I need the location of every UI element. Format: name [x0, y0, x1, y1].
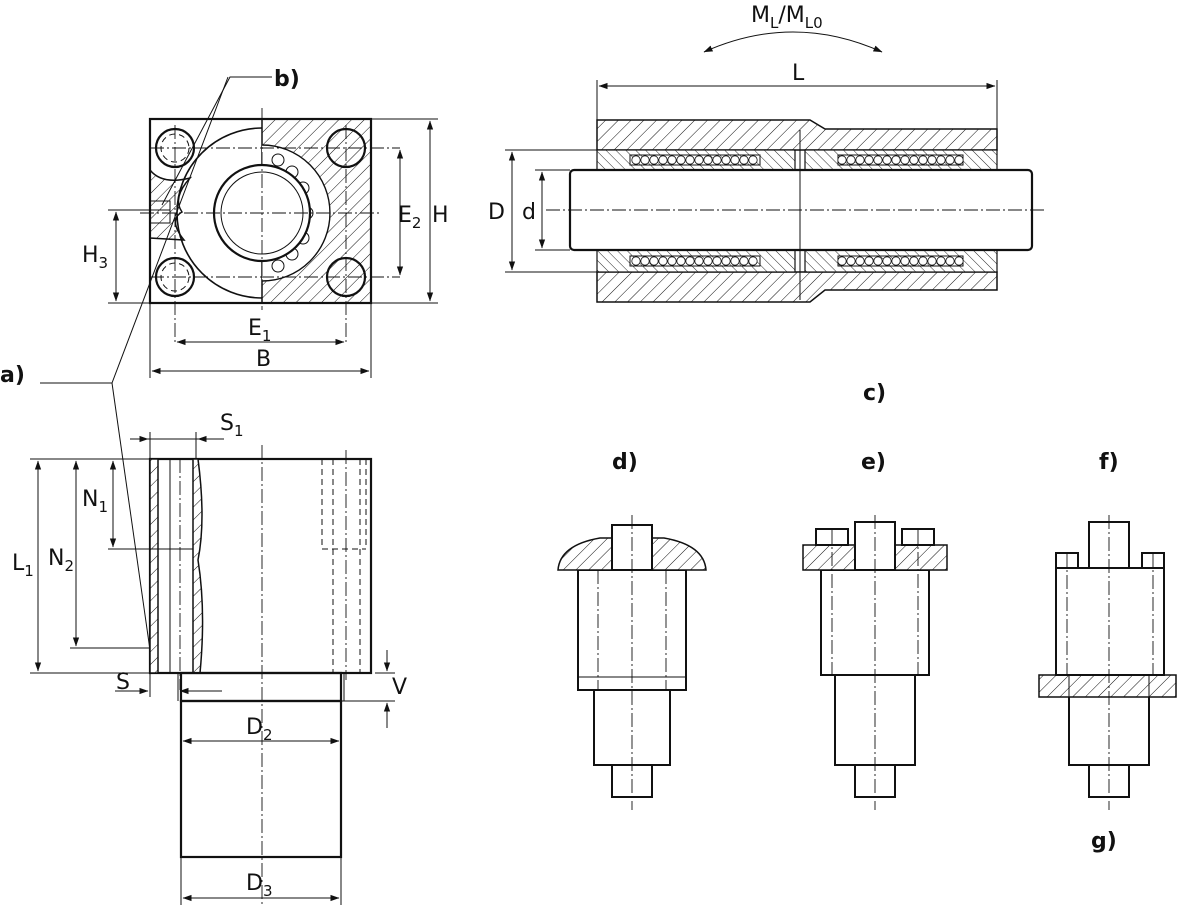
dim-L1: L1	[12, 551, 34, 580]
bearing-ball	[855, 155, 865, 165]
bearing-ball	[703, 256, 713, 266]
mounting-variant-d	[557, 515, 707, 810]
dim-S: S	[116, 670, 130, 695]
dim-V: V	[392, 675, 407, 700]
section-housing-top	[596, 119, 998, 151]
bearing-ball	[730, 155, 740, 165]
bearing-ball	[918, 155, 928, 165]
bearing-ball	[640, 155, 650, 165]
bearing-ball	[748, 155, 758, 165]
bearing-ball	[739, 256, 749, 266]
dim-D3: D3	[246, 871, 273, 900]
bearing-ball	[846, 155, 856, 165]
dim-L: L	[792, 61, 805, 86]
view-label-g: g)	[1091, 829, 1117, 854]
bearing-ball	[909, 256, 919, 266]
dim-B: B	[256, 347, 271, 372]
bearing-ball	[649, 256, 659, 266]
bearing-ball	[667, 155, 677, 165]
bearing-ball	[649, 155, 659, 165]
bearing-ball	[721, 155, 731, 165]
bearing-ball	[694, 256, 704, 266]
bearing-body	[179, 699, 343, 859]
bearing-ball	[891, 256, 901, 266]
side-view-hatched-wall	[149, 458, 159, 674]
side-view-break	[192, 458, 204, 674]
bearing-ball	[676, 155, 686, 165]
bearing-ball	[846, 256, 856, 266]
bearing-ball	[936, 256, 946, 266]
bearing-ball	[631, 155, 641, 165]
bearing-ball	[918, 256, 928, 266]
dim-d: d	[522, 200, 536, 225]
dim-H: H	[432, 203, 449, 228]
dim-N1: N1	[82, 487, 108, 516]
side-view-body	[148, 457, 373, 675]
dim-S1: S1	[220, 411, 244, 440]
mounting-variant-e	[802, 515, 948, 810]
bearing-ball	[882, 256, 892, 266]
bearing-ball	[936, 155, 946, 165]
bearing-ball	[864, 155, 874, 165]
bearing-ball	[945, 256, 955, 266]
view-label-e: e)	[861, 450, 886, 475]
bearing-ball	[658, 155, 668, 165]
lube-hole	[149, 200, 171, 224]
bearing-ball	[900, 155, 910, 165]
bearing-ball	[900, 256, 910, 266]
bearing-ball	[864, 256, 874, 266]
side-view: S1 L1 N1 N2 S V D2 D3	[12, 411, 407, 905]
bearing-ball	[882, 155, 892, 165]
spigot	[179, 671, 343, 703]
bearing-ball	[712, 256, 722, 266]
bearing-ball	[658, 256, 668, 266]
bearing-ball	[631, 256, 641, 266]
section-housing-bottom	[596, 271, 998, 303]
dim-E2: E2	[398, 203, 421, 232]
dim-N2: N2	[48, 546, 74, 575]
leader-lines	[40, 76, 272, 651]
mounting-variant-f	[1038, 515, 1177, 810]
bearing-ball	[685, 256, 695, 266]
bearing-ball	[945, 155, 955, 165]
dim-D: D	[488, 200, 505, 225]
view-label-d: d)	[612, 450, 638, 475]
view-label-f: f)	[1099, 450, 1119, 475]
top-view-centerlines	[140, 108, 400, 345]
bearing-ball	[640, 256, 650, 266]
longitudinal-section: L ML/ML0 D d	[488, 3, 1045, 303]
bearing-ball	[712, 155, 722, 165]
dim-D2: D2	[246, 715, 273, 744]
bearing-ball	[676, 256, 686, 266]
top-view: H E2 H3 E1 B	[82, 108, 449, 378]
bearing-ball	[927, 256, 937, 266]
bearing-ball	[685, 155, 695, 165]
top-view-bore-ring	[176, 127, 263, 299]
bearing-ball	[703, 155, 713, 165]
bearing-ball	[730, 256, 740, 266]
dim-E1: E1	[248, 316, 271, 345]
dim-moment: ML/ML0	[751, 3, 823, 32]
view-label-a: a)	[0, 363, 25, 388]
bearing-ball	[837, 155, 847, 165]
view-label-b: b)	[274, 67, 300, 92]
bearing-ball-rows	[631, 155, 964, 266]
bearing-ball	[873, 155, 883, 165]
bearing-ball	[954, 256, 964, 266]
bearing-ball	[855, 256, 865, 266]
bearing-ball	[667, 256, 677, 266]
bearing-ball	[837, 256, 847, 266]
bearing-ball	[891, 155, 901, 165]
bearing-ball	[909, 155, 919, 165]
bearing-ball	[721, 256, 731, 266]
dim-H3: H3	[82, 243, 108, 272]
bearing-ball	[927, 155, 937, 165]
bearing-ball	[873, 256, 883, 266]
bearing-ball	[954, 155, 964, 165]
bearing-ball	[739, 155, 749, 165]
bearing-ball	[694, 155, 704, 165]
bearing-ball	[748, 256, 758, 266]
view-label-c: c)	[863, 381, 886, 406]
